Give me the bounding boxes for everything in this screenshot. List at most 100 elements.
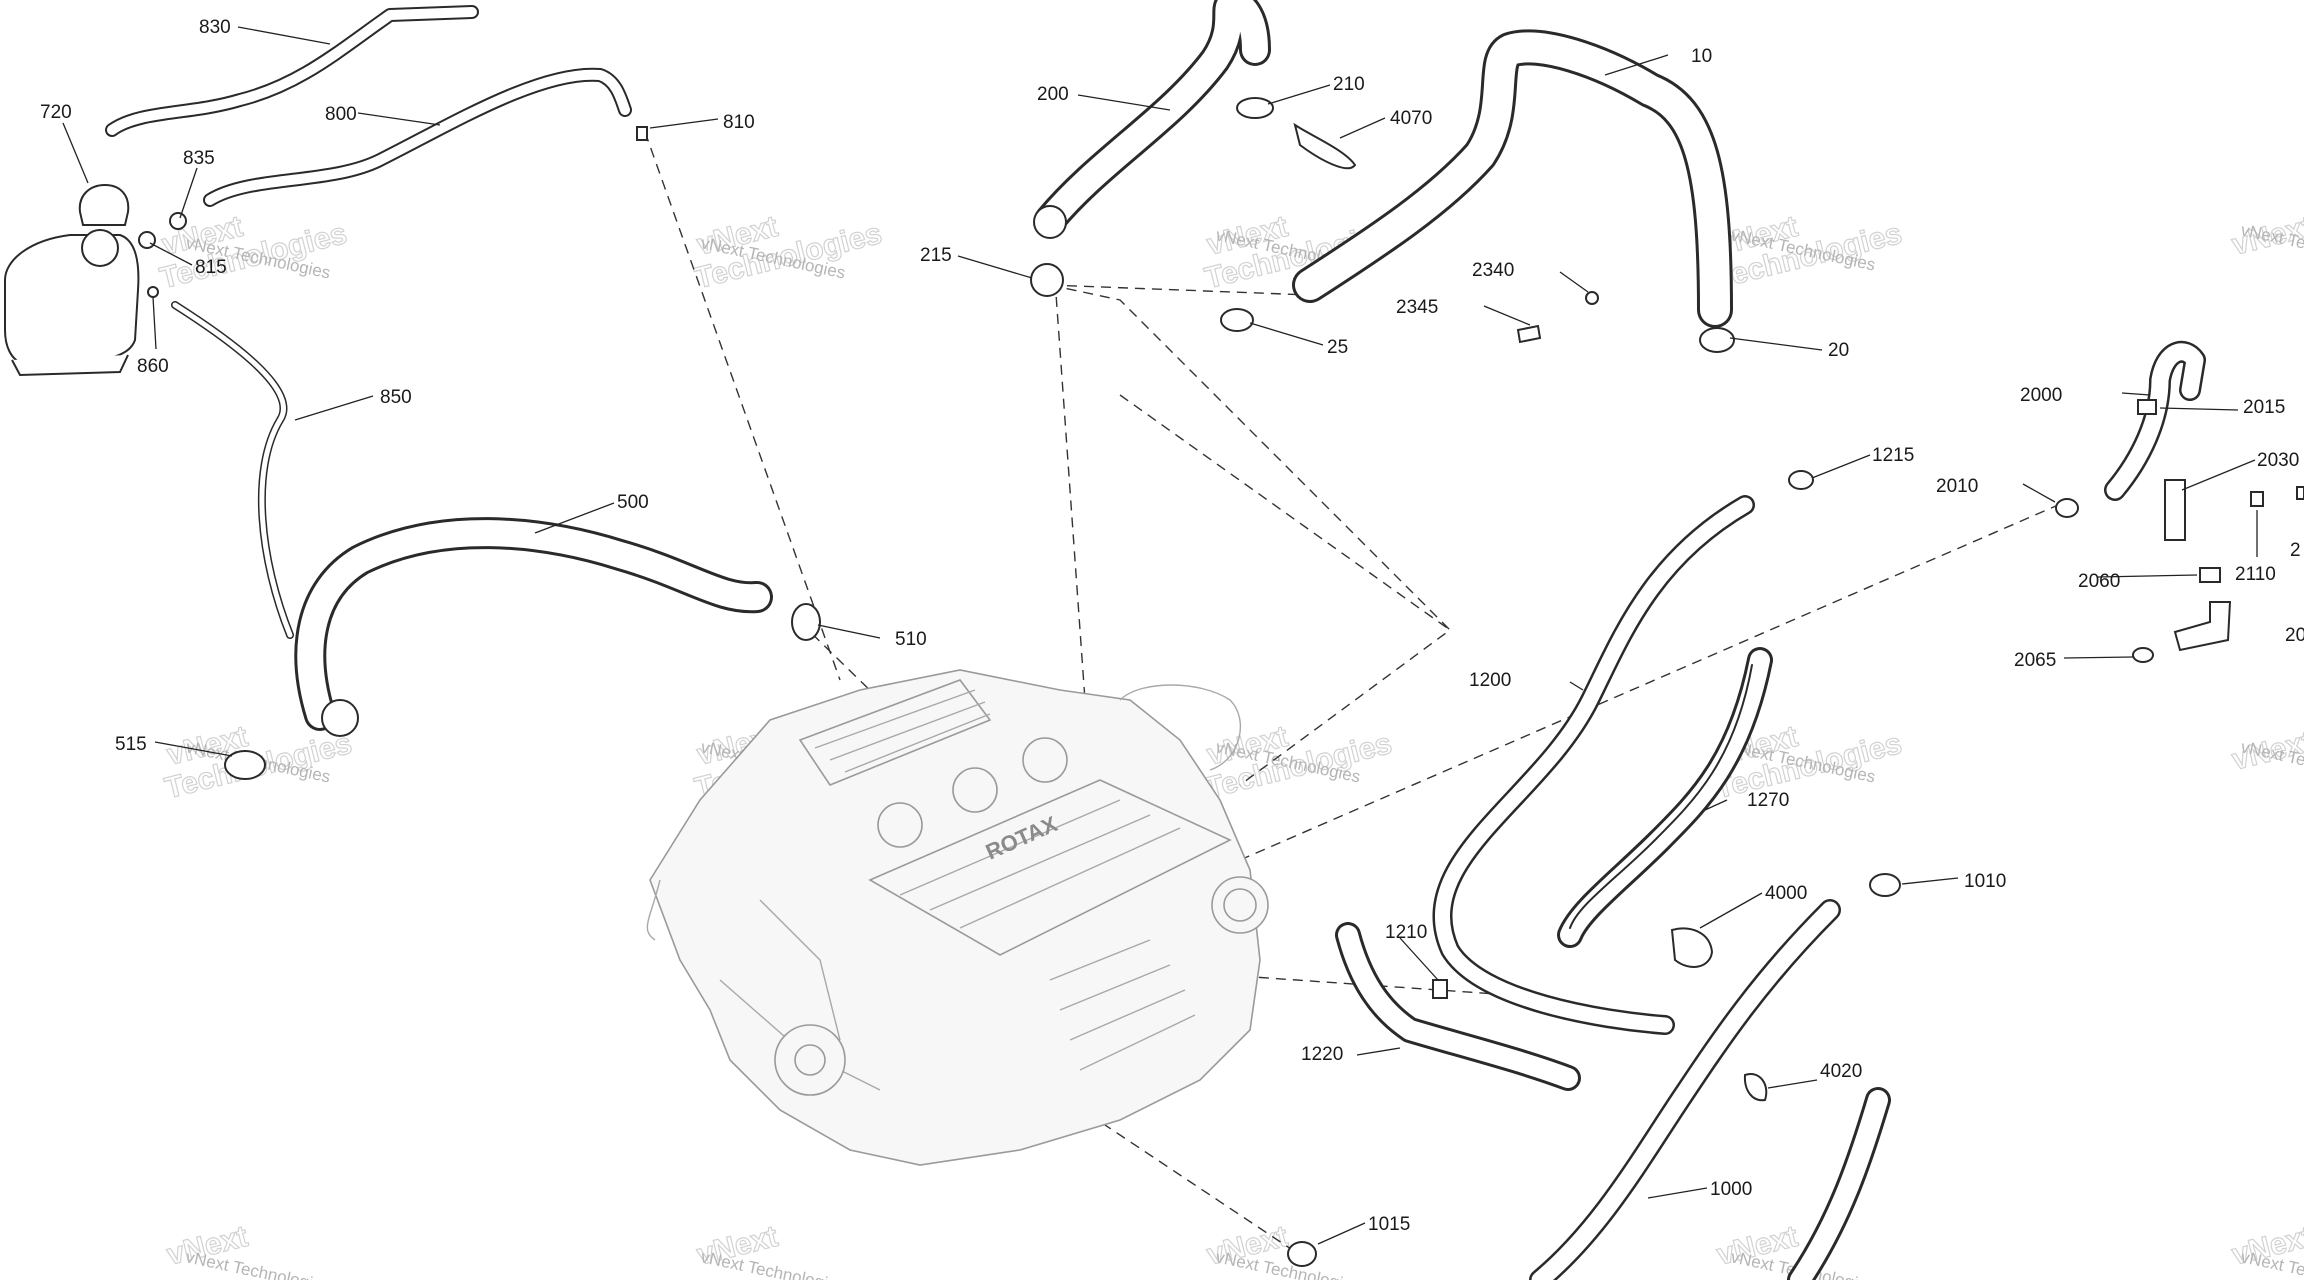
callout-label-515: 515 xyxy=(115,734,147,755)
clamp-515 xyxy=(224,750,266,780)
engine-detail-line xyxy=(814,689,991,773)
callout-label-20_partial: 20 xyxy=(2285,625,2304,646)
clamp-2065 xyxy=(2132,647,2154,663)
sensor-215 xyxy=(1030,263,1064,297)
clamp-4000 xyxy=(1670,927,1714,968)
clamp-1215 xyxy=(1788,470,1814,490)
clamp-835 xyxy=(169,212,187,230)
coolant-expansion-tank xyxy=(4,229,140,377)
part-2060 xyxy=(2199,567,2221,583)
callout-label-2340: 2340 xyxy=(1472,260,1514,281)
callout-label-200: 200 xyxy=(1037,84,1069,105)
fitting-810 xyxy=(636,126,648,141)
engine-valve-cover xyxy=(868,779,1232,956)
callout-label-1215: 1215 xyxy=(1872,445,1914,466)
engine-detail-line xyxy=(899,799,1121,896)
connector-1210 xyxy=(1432,979,1448,999)
hose-1000 xyxy=(1529,899,1841,1280)
callout-label-10: 10 xyxy=(1691,46,1712,67)
callout-label-860: 860 xyxy=(137,356,169,377)
callout-label-720: 720 xyxy=(40,102,72,123)
dashed-line-215 xyxy=(1054,279,1086,701)
sensor-2345 xyxy=(1516,324,1542,344)
callout-label-2010: 2010 xyxy=(1936,476,1978,497)
engine-coil-cap xyxy=(952,767,998,813)
callout-label-4000: 4000 xyxy=(1765,883,1807,904)
clamp-510 xyxy=(791,603,821,641)
callout-label-1015: 1015 xyxy=(1368,1214,1410,1235)
callout-label-830: 830 xyxy=(199,17,231,38)
clamp-815 xyxy=(138,231,156,249)
callout-label-2015: 2015 xyxy=(2243,397,2285,418)
hose-10 xyxy=(1292,29,1733,328)
clamp-4070 xyxy=(1293,122,1357,170)
engine-pulley xyxy=(794,1044,826,1076)
callout-label-2110: 2110 xyxy=(2235,564,2276,585)
callout-label-215: 215 xyxy=(920,245,952,266)
clamp-4020 xyxy=(1743,1073,1768,1102)
leader-lines xyxy=(62,26,2258,1245)
hose-800 xyxy=(203,67,632,207)
clamp-25 xyxy=(1220,308,1254,332)
callout-label-810: 810 xyxy=(723,112,755,133)
engine-throttle-body xyxy=(1223,888,1257,922)
hose-bottom-right xyxy=(1787,1087,1891,1280)
part-2015 xyxy=(2137,399,2157,415)
callout-label-500: 500 xyxy=(617,492,649,513)
hose-850 xyxy=(171,301,294,639)
engine-intake-manifold xyxy=(798,679,992,786)
clamp-20 xyxy=(1699,327,1735,353)
dashed-line-25 xyxy=(1049,284,1452,786)
hose-200 xyxy=(1033,0,1271,239)
callout-label-850: 850 xyxy=(380,387,412,408)
callout-label-510: 510 xyxy=(895,629,927,650)
bleed-screw-2340 xyxy=(1585,291,1599,305)
callout-label-4020: 4020 xyxy=(1820,1061,1862,1082)
hose-500 xyxy=(294,517,773,737)
rotax-engine: ROTAX xyxy=(646,669,1269,1166)
callout-label-815: 815 xyxy=(195,257,227,278)
callout-label-2_partial: 2 xyxy=(2290,540,2301,561)
callout-label-20: 20 xyxy=(1828,340,1849,361)
watermark-text: vNext Technologies xyxy=(184,1247,332,1280)
callout-label-25: 25 xyxy=(1327,337,1348,358)
callout-label-2345: 2345 xyxy=(1396,297,1438,318)
watermark-layer: vNext Technologies vNext Technologies vN… xyxy=(156,209,2304,1280)
clamp-1010 xyxy=(1869,873,1901,897)
hose-1270-inner-line xyxy=(1569,664,1753,929)
clamp-2010 xyxy=(2055,498,2079,518)
callout-label-1000: 1000 xyxy=(1710,1179,1752,1200)
hose-1220 xyxy=(1335,922,1581,1091)
callout-label-1270: 1270 xyxy=(1747,790,1789,811)
part-2110 xyxy=(2250,491,2264,507)
dashed-line-return xyxy=(1119,394,1451,631)
dashed-line-1015 xyxy=(1059,1094,1301,1256)
callout-label-1200: 1200 xyxy=(1469,670,1511,691)
engine-detail-line xyxy=(929,814,1151,911)
engine-detail-line xyxy=(646,879,661,941)
engine-coil-cap xyxy=(1022,737,1068,783)
hose-2000 xyxy=(2104,340,2206,501)
elbow-fitting-partial xyxy=(2173,601,2232,652)
hose-1270 xyxy=(1557,647,1773,948)
clamp-210 xyxy=(1236,97,1274,119)
callout-label-1220: 1220 xyxy=(1301,1044,1343,1065)
engine-detail-line xyxy=(959,827,1181,929)
callout-label-2000: 2000 xyxy=(2020,385,2062,406)
callout-label-2030: 2030 xyxy=(2257,450,2299,471)
callout-label-835: 835 xyxy=(183,148,215,169)
small-parts xyxy=(4,97,2304,1267)
hose-830 xyxy=(105,5,479,137)
callout-label-2065: 2065 xyxy=(2014,650,2056,671)
engine-coil-cap xyxy=(877,802,923,848)
hose-500-end xyxy=(321,699,359,737)
dashed-line-2010 xyxy=(1239,501,2066,861)
part-partial xyxy=(2296,486,2304,500)
callout-label-1010: 1010 xyxy=(1964,871,2006,892)
hose-1200 xyxy=(1432,495,1755,1035)
hose-200-end xyxy=(1033,205,1067,239)
callout-label-800: 800 xyxy=(325,104,357,125)
hoses xyxy=(105,0,2206,1280)
callout-label-4070: 4070 xyxy=(1390,108,1432,129)
